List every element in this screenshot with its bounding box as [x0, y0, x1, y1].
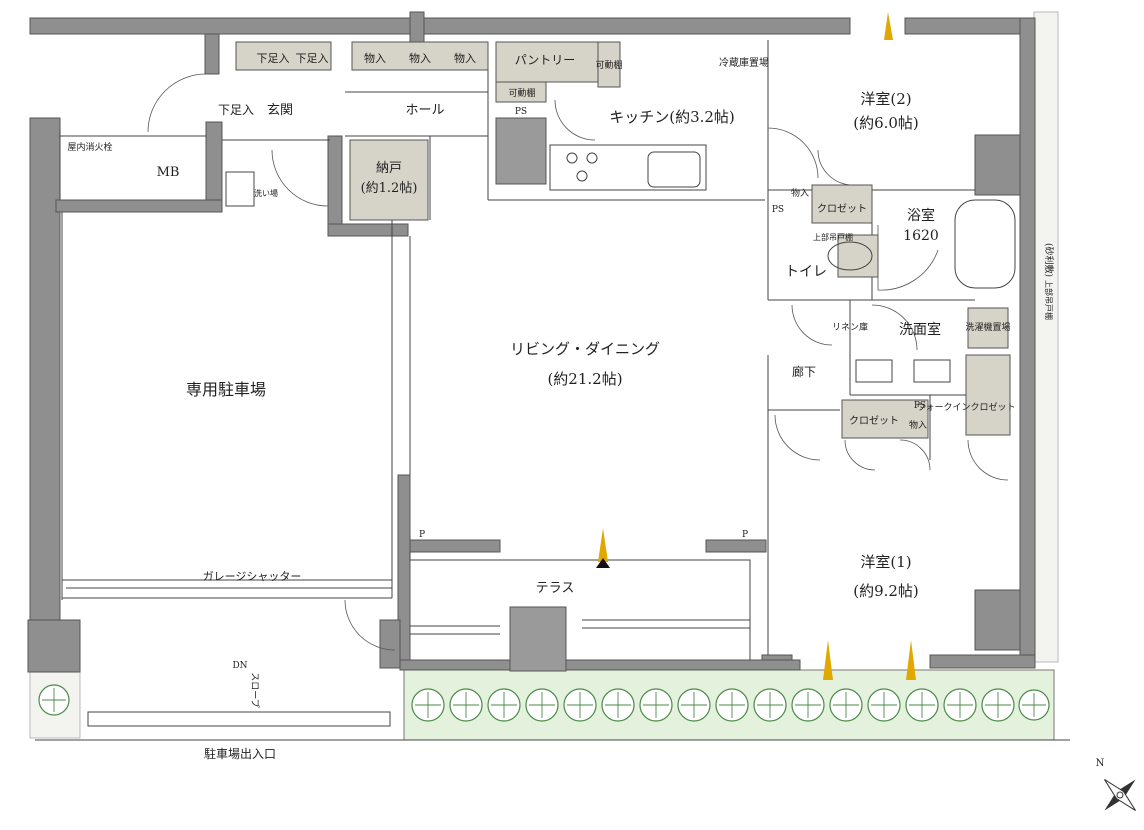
- room-living-name: リビング・ダイニング: [510, 340, 660, 358]
- ps-kitchen-label: PS: [515, 107, 527, 117]
- fridge-label: 冷蔵庫置場: [719, 56, 769, 69]
- room-hall-name: ホール: [405, 103, 444, 118]
- room-corridor-name: 廊下: [792, 364, 816, 379]
- airflow-icons: [596, 12, 916, 680]
- hydrant-label: 屋内消火栓: [67, 141, 112, 153]
- movable-shelf-label-2: 可動棚: [508, 87, 535, 99]
- room-kitchen-name: キッチン(約3.2帖): [609, 108, 735, 126]
- storage-upper-label: 物入: [791, 187, 809, 199]
- movable-shelf-cabinet: [597, 41, 621, 88]
- wash-place-label: 洗い場: [254, 188, 278, 198]
- pantry-cabinet: [495, 41, 599, 83]
- washer-label: 洗濯機置場: [965, 321, 1010, 333]
- terrace-unit: [509, 606, 567, 672]
- ps-room2-label: PS: [772, 205, 784, 215]
- ps-wic-label: PS: [914, 401, 926, 411]
- mb-label: MB: [157, 165, 180, 180]
- compass-icon: [1104, 779, 1136, 811]
- walk-in-closet-label: ウォークインクロゼット: [916, 401, 1015, 413]
- room-bath-name: 浴室: [907, 207, 935, 224]
- upper-cabinet-label: 上部吊戸棚: [813, 232, 853, 242]
- room-entrance-name: 玄関: [267, 103, 293, 118]
- storage-label-1: 物入: [364, 51, 386, 65]
- room-terrace-name: テラス: [536, 581, 575, 596]
- entry-arrow-icon: [596, 558, 610, 568]
- shoe-box-label-1: 下足入: [257, 52, 290, 65]
- north-label: N: [1096, 758, 1105, 769]
- pantry-label: パントリー: [515, 53, 576, 67]
- gravel-strip: [1033, 11, 1059, 663]
- room-western-1-name: 洋室(1): [860, 553, 911, 571]
- slope-label: スロープ: [249, 672, 260, 707]
- fixtures: [66, 144, 1016, 727]
- storage-cabinet: [351, 41, 489, 71]
- closet-upper-label: クロゼット: [817, 203, 867, 215]
- p-right-label: P: [742, 530, 748, 540]
- storage-lower-label: 物入: [909, 419, 927, 431]
- upper-cabinet-side-label: 上部吊戸棚: [1044, 280, 1054, 320]
- room-storage-name: 納戸: [376, 161, 402, 176]
- shoe-cabinet: [235, 41, 332, 71]
- gravel-label: (砂利敷): [1043, 243, 1055, 277]
- dn-label: DN: [232, 661, 247, 671]
- shoe-box-label-2: 下足入: [296, 52, 329, 65]
- closet-lower-unit: [841, 399, 929, 439]
- door-swings: [147, 73, 1009, 651]
- room-toilet-name: トイレ: [785, 264, 827, 280]
- storage-label-3: 物入: [454, 51, 476, 65]
- ps-shaft-kitchen: [495, 117, 547, 185]
- room-storage-size: (約1.2帖): [361, 181, 418, 196]
- shutter-label: ガレージシャッター: [203, 570, 302, 583]
- walls: [27, 11, 1036, 673]
- p-left-label: P: [419, 530, 425, 540]
- exit-label: 駐車場出入口: [204, 746, 276, 761]
- room-western-1-size: (約9.2帖): [853, 582, 919, 600]
- closet-upper-unit: [811, 184, 873, 224]
- storage-closet-floor: [349, 139, 429, 221]
- walk-in-closet-unit: [965, 354, 1011, 436]
- washer-space: [967, 307, 1009, 349]
- linen-label: リネン庫: [832, 321, 868, 333]
- room-western-2-size: (約6.0帖): [853, 114, 919, 132]
- shoe-box-entry-label: 下足入: [218, 103, 254, 117]
- tree-icons: [38, 684, 1050, 722]
- partitions: [35, 40, 1070, 741]
- room-bath-size: 1620: [903, 228, 939, 244]
- room-parking-name: 専用駐車場: [186, 380, 266, 399]
- movable-shelf-label-1: 可動棚: [595, 59, 622, 71]
- storage-label-2: 物入: [409, 51, 431, 65]
- room-western-2-name: 洋室(2): [860, 90, 911, 108]
- room-living-size: (約21.2帖): [547, 370, 622, 388]
- closet-lower-label: クロゼット: [849, 415, 899, 427]
- room-washroom-name: 洗面室: [899, 321, 941, 338]
- movable-shelf-lower: [495, 81, 547, 103]
